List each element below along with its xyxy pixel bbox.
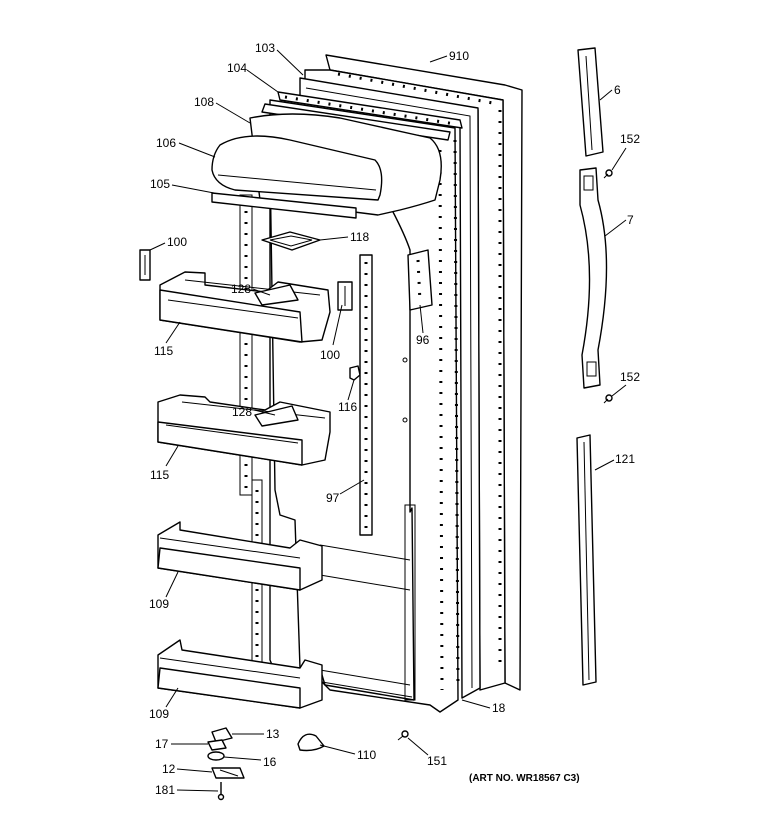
shelf-support-100-left	[139, 249, 151, 281]
screw-151	[397, 730, 409, 741]
callout-7: 7	[627, 213, 634, 227]
callout-116: 116	[338, 400, 357, 414]
handle-cap-6	[577, 47, 604, 157]
callout-16: 16	[263, 755, 277, 769]
door-bin-upper	[157, 521, 323, 591]
callout-910: 910	[449, 49, 469, 63]
callout-128-lower: 128	[232, 405, 252, 419]
handle-trim-121	[576, 434, 597, 686]
screw-181	[217, 782, 225, 801]
cap-110	[297, 733, 325, 752]
callout-118: 118	[350, 230, 369, 244]
callout-109-upper: 109	[149, 597, 169, 611]
shelf-support-100-right	[337, 281, 353, 311]
hinge-96	[407, 249, 433, 311]
callout-97: 97	[326, 491, 340, 505]
callout-100-right: 100	[320, 348, 340, 362]
callout-181: 181	[155, 783, 175, 797]
callout-labels: 103 104 108 106 105 910 6 152 7 100 118 …	[149, 41, 640, 797]
door-bin-lower	[157, 639, 323, 709]
callout-18: 18	[492, 701, 506, 715]
callout-103: 103	[255, 41, 275, 55]
hinge-parts-13-17-16-12	[207, 727, 245, 779]
callout-104: 104	[227, 61, 247, 75]
door-shelf-lower	[157, 394, 331, 466]
callout-152-lower: 152	[620, 370, 640, 384]
callout-6: 6	[614, 83, 621, 97]
callout-105: 105	[150, 177, 170, 191]
handle-7	[579, 167, 608, 389]
callout-110: 110	[357, 748, 376, 762]
callout-17: 17	[155, 737, 169, 751]
callout-121: 121	[615, 452, 635, 466]
dairy-compartment	[211, 113, 442, 219]
callout-151: 151	[427, 754, 447, 768]
callout-115-upper: 115	[154, 344, 173, 358]
callout-13: 13	[266, 727, 280, 741]
screw-152-upper	[603, 169, 613, 179]
callout-12: 12	[162, 762, 176, 776]
leader-lines	[149, 49, 627, 792]
callout-128-upper: 128	[231, 282, 251, 296]
screw-152-lower	[603, 394, 613, 404]
channel-97	[359, 254, 373, 536]
callout-106: 106	[156, 136, 176, 150]
callout-100-left: 100	[167, 235, 187, 249]
art-number: (ART NO. WR18567 C3)	[469, 773, 580, 784]
callout-108: 108	[194, 95, 214, 109]
callout-152-upper: 152	[620, 132, 640, 146]
door-shelf-upper	[159, 271, 331, 343]
callout-109-lower: 109	[149, 707, 169, 721]
callout-96: 96	[416, 333, 430, 347]
clip-116	[349, 365, 361, 381]
callout-115-lower: 115	[150, 468, 169, 482]
